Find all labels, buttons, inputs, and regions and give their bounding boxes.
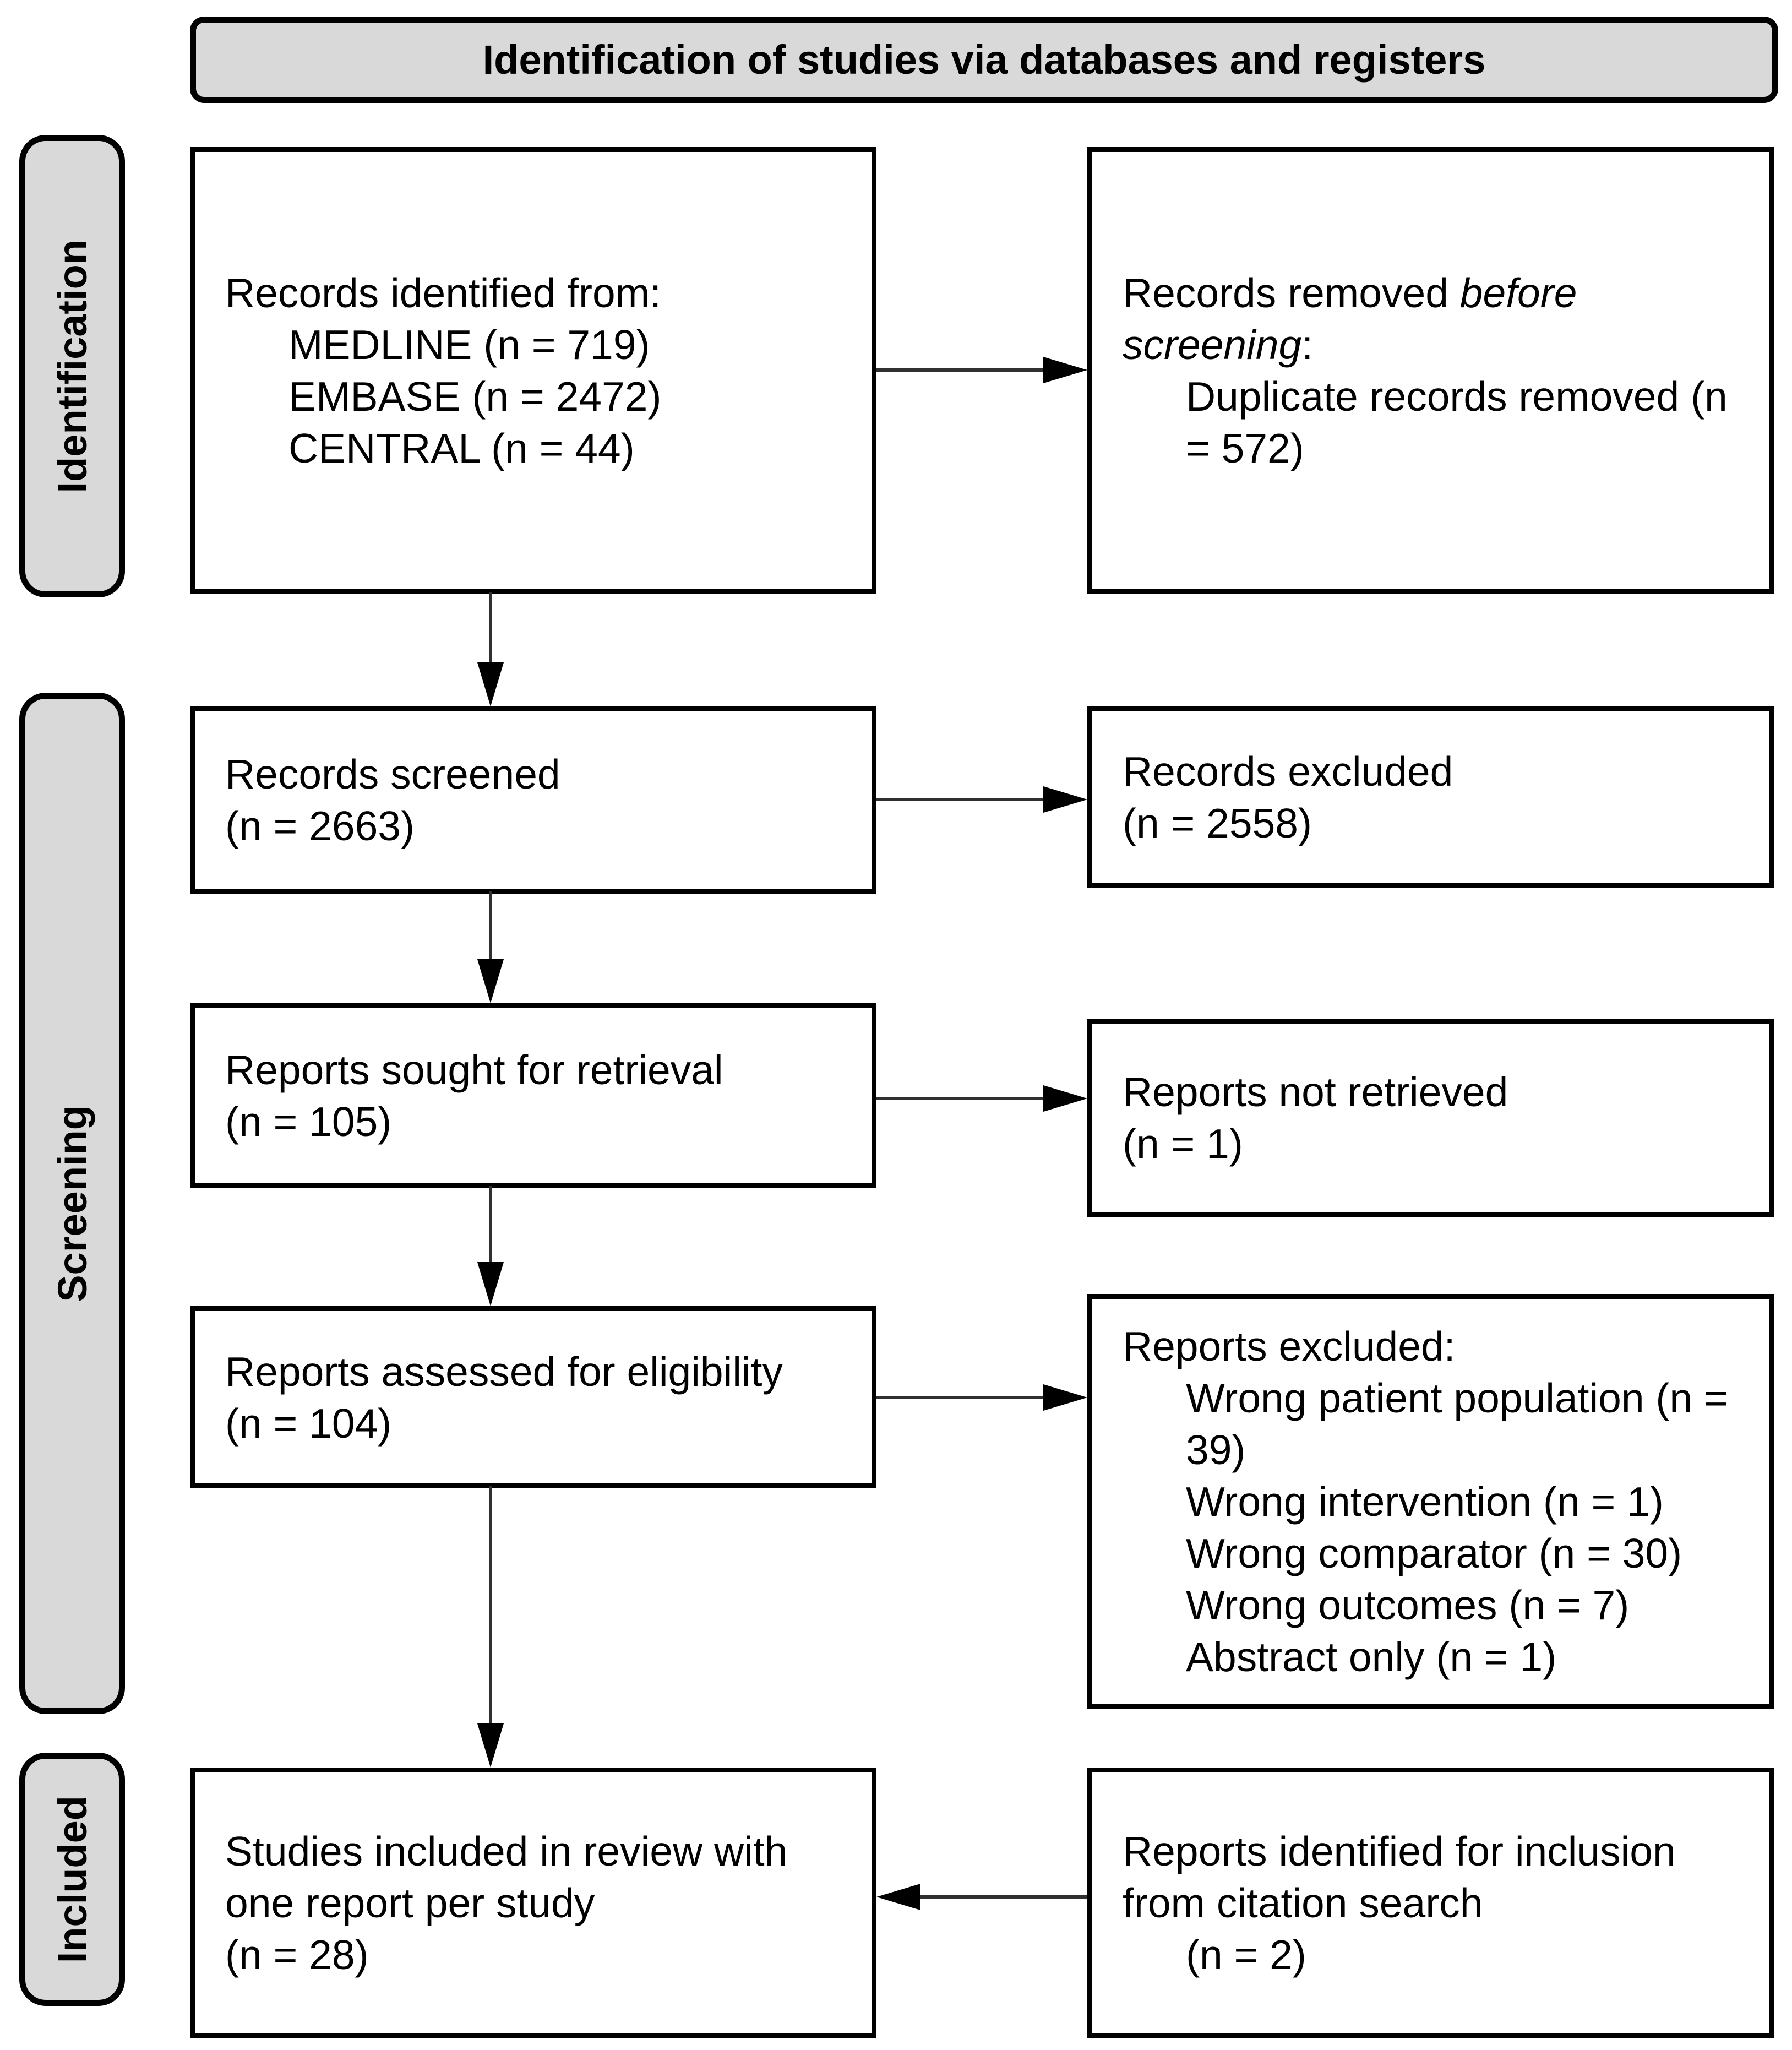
records-removed-lead-normal: Records removed — [1123, 270, 1460, 316]
arrow-sought-to-not-retrieved-line — [876, 1097, 1043, 1100]
box-reports-sought: Reports sought for retrieval (n = 105) — [190, 1003, 876, 1188]
box-reports-not-retrieved: Reports not retrieved (n = 1) — [1087, 1019, 1774, 1217]
records-removed-lead-line2: screening: — [1123, 319, 1747, 371]
arrow-sought-to-assessed-line — [489, 1186, 492, 1262]
arrow-assessed-to-included-line — [489, 1486, 492, 1723]
stage-band-included: Included — [19, 1753, 125, 2006]
reports-assessed-line1: Reports assessed for eligibility — [225, 1348, 783, 1395]
reports-excluded-item-outcomes: Wrong outcomes (n = 7) — [1186, 1581, 1630, 1628]
records-removed-lead-line1: Records removed before — [1123, 267, 1747, 319]
records-identified-item-central: CENTRAL (n = 44) — [288, 425, 635, 471]
studies-included-line2: one report per study — [225, 1880, 595, 1926]
reports-not-retrieved-line2: (n = 1) — [1123, 1121, 1243, 1167]
reports-excluded-lead: Reports excluded: — [1123, 1323, 1456, 1369]
arrow-screened-to-excluded-arrowhead — [1043, 786, 1087, 813]
box-studies-included: Studies included in review with one repo… — [190, 1768, 876, 2038]
arrow-citation-to-included-line — [920, 1895, 1087, 1899]
records-removed-lead-italic-1: before — [1459, 270, 1577, 316]
box-records-removed: Records removed before screening: Duplic… — [1087, 147, 1774, 594]
arrow-assessed-to-excluded-line — [876, 1396, 1043, 1399]
reports-excluded-item-intervention: Wrong intervention (n = 1) — [1186, 1478, 1664, 1525]
arrow-screened-to-excluded-line — [876, 798, 1043, 801]
records-removed-lead-italic-2: screening — [1123, 322, 1302, 368]
reports-citation-n-line: (n = 2) — [1186, 1932, 1306, 1978]
box-reports-assessed: Reports assessed for eligibility (n = 10… — [190, 1306, 876, 1488]
arrow-identified-to-screened-line — [489, 592, 492, 662]
box-reports-excluded: Reports excluded: Wrong patient populati… — [1087, 1294, 1774, 1709]
box-records-screened: Records screened (n = 2663) — [190, 706, 876, 894]
records-removed-lead-colon: : — [1301, 322, 1314, 368]
reports-sought-line1: Reports sought for retrieval — [225, 1047, 723, 1093]
arrow-screened-to-sought-line — [489, 891, 492, 959]
stage-band-screening: Screening — [19, 693, 125, 1714]
records-identified-item-embase: EMBASE (n = 2472) — [288, 373, 662, 420]
header-band: Identification of studies via databases … — [190, 17, 1778, 103]
stage-label-screening: Screening — [49, 1105, 95, 1302]
box-records-excluded: Records excluded (n = 2558) — [1087, 706, 1774, 888]
arrow-assessed-to-included-arrowhead — [477, 1723, 504, 1768]
reports-not-retrieved-line1: Reports not retrieved — [1123, 1069, 1508, 1115]
box-reports-citation-search: Reports identified for inclusion from ci… — [1087, 1768, 1774, 2038]
stage-label-included: Included — [49, 1795, 95, 1964]
reports-assessed-line2: (n = 104) — [225, 1400, 392, 1447]
records-excluded-line2: (n = 2558) — [1123, 800, 1312, 846]
arrow-identified-to-screened-arrowhead — [477, 662, 504, 706]
header-title: Identification of studies via databases … — [482, 37, 1486, 83]
records-removed-item-duplicates: Duplicate records removed (n = 572) — [1186, 373, 1728, 471]
records-screened-line1: Records screened — [225, 751, 560, 797]
reports-excluded-item-comparator: Wrong comparator (n = 30) — [1186, 1530, 1682, 1576]
reports-citation-line1: Reports identified for inclusion — [1123, 1828, 1676, 1874]
arrow-sought-to-not-retrieved-arrowhead — [1043, 1085, 1087, 1112]
studies-included-line3: (n = 28) — [225, 1932, 369, 1978]
arrow-citation-to-included-arrowhead — [876, 1884, 920, 1910]
records-screened-line2: (n = 2663) — [225, 803, 415, 849]
box-records-identified: Records identified from: MEDLINE (n = 71… — [190, 147, 876, 594]
studies-included-line1: Studies included in review with — [225, 1828, 788, 1874]
arrow-identified-to-removed-line — [876, 368, 1043, 372]
reports-excluded-item-population: Wrong patient population (n = 39) — [1186, 1374, 1728, 1473]
reports-excluded-item-abstract: Abstract only (n = 1) — [1186, 1633, 1557, 1680]
arrow-identified-to-removed-arrowhead — [1043, 357, 1087, 383]
records-identified-lead: Records identified from: — [225, 270, 662, 316]
arrow-assessed-to-excluded-arrowhead — [1043, 1384, 1087, 1411]
stage-label-identification: Identification — [49, 239, 95, 493]
records-excluded-line1: Records excluded — [1123, 748, 1453, 795]
arrow-sought-to-assessed-arrowhead — [477, 1262, 504, 1306]
reports-citation-line2: from citation search — [1123, 1880, 1483, 1926]
stage-band-identification: Identification — [19, 135, 125, 597]
arrow-screened-to-sought-arrowhead — [477, 959, 504, 1003]
records-identified-item-medline: MEDLINE (n = 719) — [288, 322, 650, 368]
reports-sought-line2: (n = 105) — [225, 1099, 392, 1145]
